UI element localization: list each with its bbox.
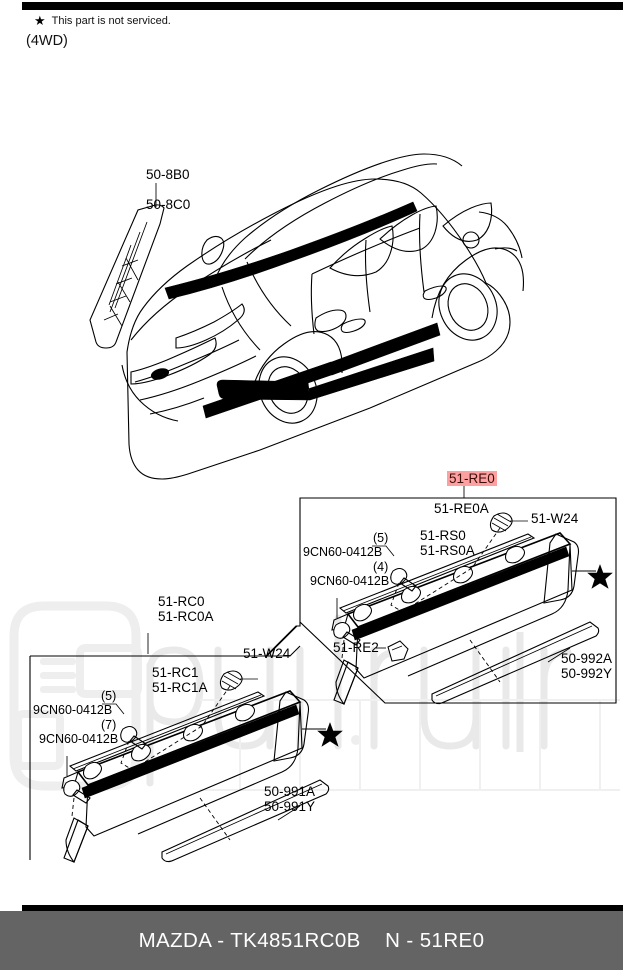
bracket-re2 xyxy=(387,640,409,662)
left-tape-line1: 50-991A xyxy=(264,784,316,799)
bolt-icon-7-left xyxy=(63,779,91,804)
bolt-icon-5-left xyxy=(120,725,147,750)
footer-part-reference: MAZDA - TK4851RC0B N - 51RE0 xyxy=(138,928,485,952)
bolt-icon-5-right xyxy=(390,567,417,592)
left-retainer-line1: 51-RC1 xyxy=(152,665,199,680)
right-panel-title: 51-RE0 51-RE0A xyxy=(432,456,497,547)
service-note: ★ This part is not serviced. xyxy=(34,14,171,27)
footer-bar: MAZDA - TK4851RC0B N - 51RE0 xyxy=(0,911,623,970)
service-note-text: This part is not serviced. xyxy=(51,14,171,27)
top-rule xyxy=(22,2,623,10)
highlighted-part-number: 51-RE0 xyxy=(447,471,497,487)
right-bracket-re2: 51-RE2 xyxy=(333,640,379,655)
left-clip-w24: 51-W24 xyxy=(243,646,291,661)
drive-type-label: (4WD) xyxy=(26,33,68,49)
left-panel-title-line1: 51-RC0 xyxy=(158,594,205,609)
right-clip-w24: 51-W24 xyxy=(531,511,579,526)
left-bolt7-qty: (7) xyxy=(101,718,117,732)
right-retainer-line1: 51-RS0 xyxy=(420,528,466,543)
right-tape-line1: 50-992A xyxy=(561,651,613,666)
callout-50-8B0: 50-8B0 50-8C0 xyxy=(146,167,191,213)
left-tape-line2: 50-991Y xyxy=(264,799,316,814)
left-bolt5-part: 9CN60-0412B xyxy=(33,703,113,717)
star-icon: ★ xyxy=(34,13,46,28)
left-bolt7-part: 9CN60-0412B xyxy=(39,732,119,746)
right-bolt5-qty: (5) xyxy=(373,531,389,545)
clip-icon-w24-left xyxy=(219,670,243,691)
right-bolt5-part: 9CN60-0412B xyxy=(303,545,383,559)
left-retainer-line2: 51-RC1A xyxy=(152,680,208,695)
right-tape-line2: 50-992Y xyxy=(561,666,613,681)
right-retainer-line2: 51-RS0A xyxy=(420,543,475,558)
footer-rule xyxy=(22,905,623,911)
left-bolt5-qty: (5) xyxy=(101,689,117,703)
right-bolt4-qty: (4) xyxy=(373,560,389,574)
right-panel-subtitle: 51-RE0A xyxy=(434,501,489,517)
left-panel-title-line2: 51-RC0A xyxy=(158,609,214,624)
right-bolt4-part: 9CN60-0412B xyxy=(310,574,390,588)
